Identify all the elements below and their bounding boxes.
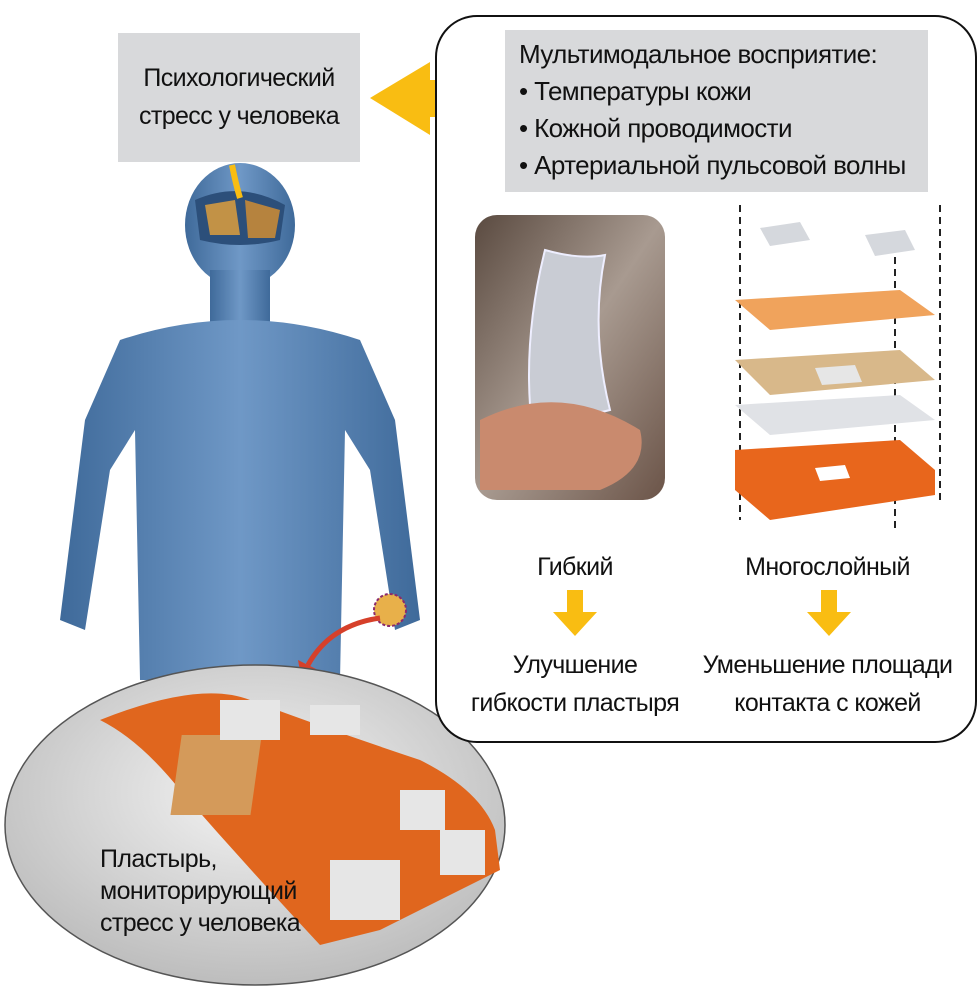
patch-caption-line2: мониторирующий <box>100 877 297 905</box>
flexible-result-line1: Улучшение <box>512 651 638 679</box>
stress-line1: Психологический <box>143 64 335 92</box>
human-figure <box>60 163 420 682</box>
patch-image <box>100 693 500 945</box>
flexible-result-line2: гибкости пластыря <box>470 689 680 717</box>
stress-box: Психологический стресс у человека <box>118 33 360 162</box>
perception-item: • Температуры кожи <box>519 76 752 106</box>
stress-line2: стресс у человека <box>138 102 340 130</box>
patch-caption-line1: Пластырь, <box>100 845 217 873</box>
multilayer-result-line2: контакта с кожей <box>734 689 921 717</box>
patch-caption-line3: стресс у человека <box>100 909 301 937</box>
perception-item: • Артериальной пульсовой волны <box>519 150 906 180</box>
multilayer-result-line1: Уменьшение площади <box>702 651 953 679</box>
perception-box: Мультимодальное восприятие: • Температур… <box>505 30 928 192</box>
multilayer-label: Многослойный <box>745 553 910 581</box>
perception-item: • Кожной проводимости <box>519 113 792 143</box>
perception-title: Мультимодальное восприятие: <box>519 39 878 69</box>
flexible-label: Гибкий <box>537 553 613 581</box>
